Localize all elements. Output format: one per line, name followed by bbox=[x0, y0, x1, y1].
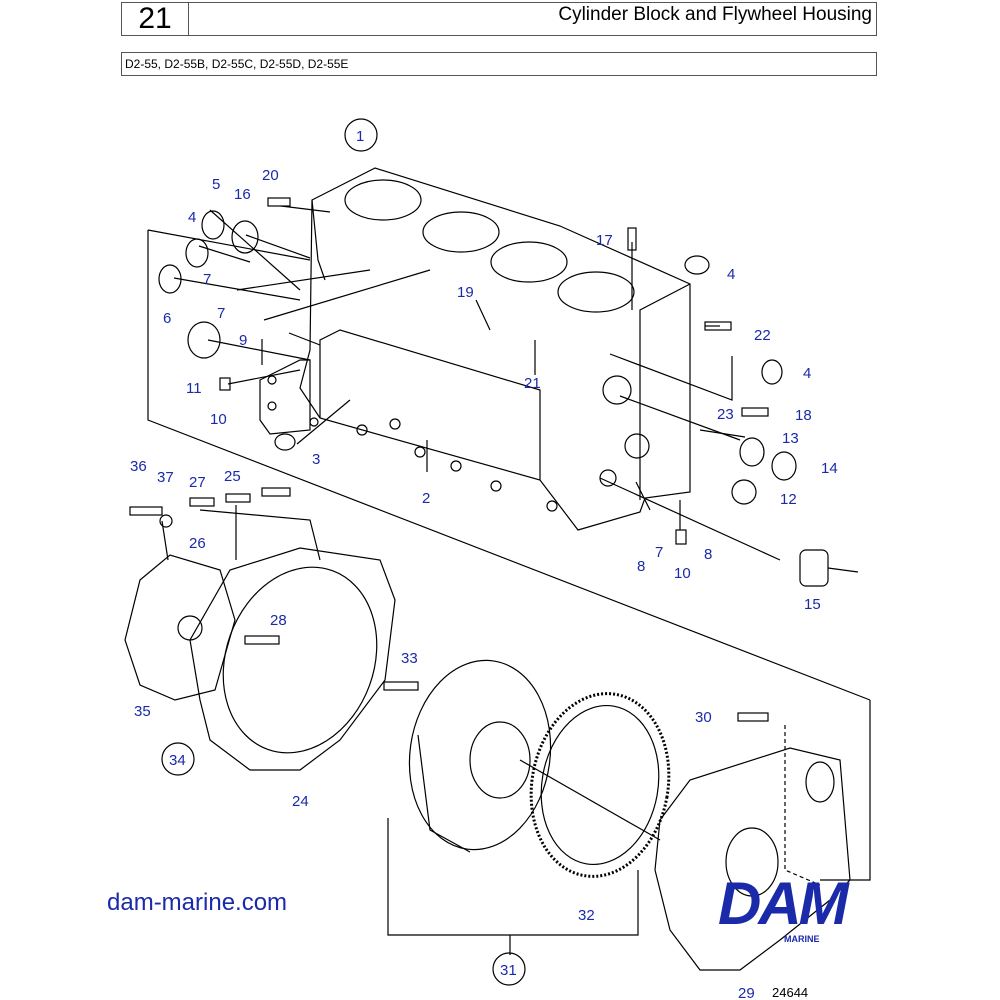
tube-23 bbox=[699, 429, 746, 438]
callout-32: 32 bbox=[578, 907, 595, 924]
logo-subtext: MARINE bbox=[784, 934, 820, 944]
callout-14: 14 bbox=[821, 460, 838, 477]
bearing-16 bbox=[231, 220, 259, 254]
callouts: 1 20 5 16 4 7 6 7 9 11 10 3 2 17 4 19 22… bbox=[130, 118, 838, 1000]
bolt-30 bbox=[737, 712, 769, 722]
callout-9: 9 bbox=[239, 332, 247, 349]
bearing-14 bbox=[771, 451, 797, 481]
callout-37: 37 bbox=[157, 469, 174, 486]
callout-26: 26 bbox=[189, 535, 206, 552]
callout-8b: 8 bbox=[637, 558, 645, 575]
callout-28: 28 bbox=[270, 612, 287, 629]
flywheel bbox=[408, 659, 552, 851]
figure-id: 24644 bbox=[772, 985, 809, 1000]
seal-4-right bbox=[761, 359, 783, 385]
callout-7b: 7 bbox=[217, 305, 225, 322]
shaft-15 bbox=[799, 549, 829, 587]
callout-22: 22 bbox=[754, 327, 771, 344]
bolt-27 bbox=[189, 497, 215, 507]
page-number: 21 bbox=[122, 3, 189, 35]
pin-18 bbox=[741, 407, 769, 417]
callout-4c: 4 bbox=[803, 365, 811, 382]
bolt-25 bbox=[261, 487, 291, 497]
dowel-17 bbox=[627, 227, 637, 251]
callout-33: 33 bbox=[401, 650, 418, 667]
callout-3: 3 bbox=[312, 451, 320, 468]
flywheel-housing-24 bbox=[189, 547, 396, 771]
callout-34: 34 bbox=[169, 752, 186, 769]
bolt-25-a bbox=[225, 493, 251, 503]
logo-text: DAM bbox=[718, 870, 849, 937]
cylinder-block bbox=[299, 167, 691, 531]
callout-8a: 8 bbox=[704, 546, 712, 563]
adapter-35 bbox=[124, 554, 236, 701]
back-plate-29 bbox=[654, 747, 851, 971]
callout-27: 27 bbox=[189, 474, 206, 491]
callout-20: 20 bbox=[262, 167, 279, 184]
seal-12 bbox=[731, 479, 757, 505]
callout-15: 15 bbox=[804, 596, 821, 613]
bolt-36 bbox=[129, 506, 163, 516]
callout-6: 6 bbox=[163, 310, 171, 327]
cover-11 bbox=[187, 321, 221, 359]
callout-16: 16 bbox=[234, 186, 251, 203]
bushing-13 bbox=[739, 437, 765, 467]
plug-5 bbox=[201, 210, 225, 240]
callout-7a: 7 bbox=[203, 271, 211, 288]
callout-18: 18 bbox=[795, 407, 812, 424]
washer-37 bbox=[159, 514, 173, 528]
drawing-lines bbox=[124, 167, 871, 971]
plug-4-top bbox=[684, 255, 710, 275]
callout-4a: 4 bbox=[188, 209, 196, 226]
callout-19: 19 bbox=[457, 284, 474, 301]
plug-10-bottom bbox=[675, 529, 687, 545]
bolt-28 bbox=[244, 635, 280, 645]
models-label: D2-55, D2-55B, D2-55C, D2-55D, D2-55E bbox=[121, 52, 877, 76]
callout-12: 12 bbox=[780, 491, 797, 508]
callout-2: 2 bbox=[422, 490, 430, 507]
callout-25: 25 bbox=[224, 468, 241, 485]
page-title: Cylinder Block and Flywheel Housing bbox=[558, 4, 872, 25]
callout-17: 17 bbox=[596, 232, 613, 249]
pin-22 bbox=[704, 321, 732, 331]
callout-11: 11 bbox=[186, 380, 202, 397]
callout-1: 1 bbox=[356, 128, 364, 145]
callout-24: 24 bbox=[292, 793, 309, 810]
callout-36: 36 bbox=[130, 458, 147, 475]
plug-10-left bbox=[219, 377, 231, 391]
callout-10a: 10 bbox=[210, 411, 227, 428]
website-link[interactable]: dam-marine.com bbox=[107, 889, 288, 916]
callout-10b: 10 bbox=[674, 565, 691, 582]
callout-30: 30 bbox=[695, 709, 712, 726]
header-box: 21 Cylinder Block and Flywheel Housing bbox=[121, 2, 877, 36]
callout-7c: 7 bbox=[655, 544, 663, 561]
plug-3 bbox=[274, 433, 296, 451]
callout-29: 29 bbox=[738, 985, 755, 1000]
callout-31: 31 bbox=[500, 962, 517, 979]
plug-6 bbox=[158, 264, 182, 294]
callout-5: 5 bbox=[212, 176, 220, 193]
plug-4 bbox=[185, 238, 209, 268]
bolt-33 bbox=[383, 681, 419, 691]
pin-20 bbox=[267, 197, 291, 207]
dam-marine-logo: DAM MARINE bbox=[718, 874, 898, 945]
callout-35: 35 bbox=[134, 703, 151, 720]
ring-gear-32 bbox=[529, 692, 671, 878]
callout-13: 13 bbox=[782, 430, 799, 447]
callout-21: 21 bbox=[524, 375, 541, 392]
callout-4b: 4 bbox=[727, 266, 735, 283]
callout-23: 23 bbox=[717, 406, 734, 423]
